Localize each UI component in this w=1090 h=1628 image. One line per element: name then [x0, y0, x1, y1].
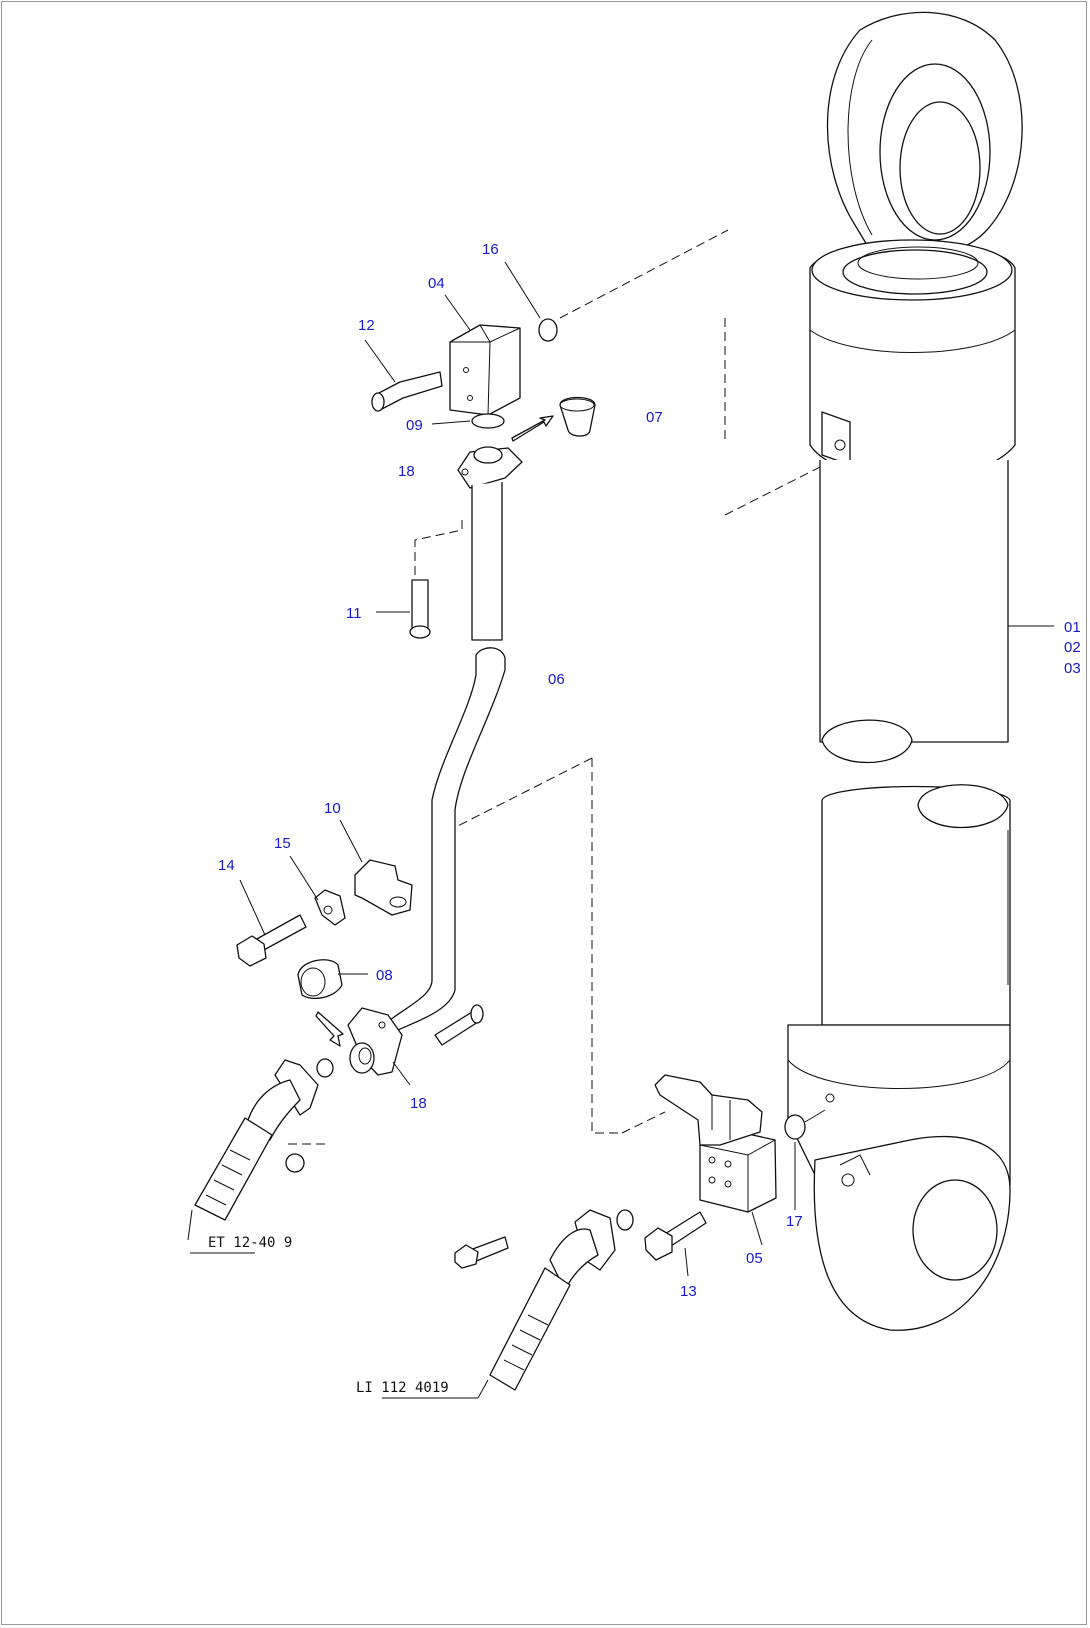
- part-11-bolt: [409, 579, 431, 639]
- arrow-07: [511, 415, 554, 442]
- callout-12: 12: [358, 317, 375, 334]
- cylinder-tube-lower: [821, 784, 1011, 1026]
- part-08-plug: [297, 959, 343, 999]
- callout-leaders: [239, 261, 796, 1277]
- part-07-plug: [559, 396, 596, 437]
- callout-15: 15: [274, 835, 291, 852]
- leader-18-lower: [392, 1061, 411, 1086]
- cylinder-head: [809, 239, 1016, 480]
- cylinder-tube-upper: [819, 460, 1009, 764]
- hose-left-reference: ET 12-40 9: [208, 1235, 292, 1251]
- assembly-dashed-lines: [288, 229, 839, 1145]
- callout-18-lower: 18: [410, 1095, 427, 1112]
- callout-04: 04: [428, 275, 445, 292]
- rod-eye: [826, 11, 1023, 260]
- part-13-bolt: [644, 1211, 707, 1261]
- part-15-clamp-half: [314, 889, 346, 926]
- callout-05: 05: [746, 1250, 763, 1267]
- callout-14: 14: [218, 857, 235, 874]
- callout-09: 09: [406, 417, 423, 434]
- bolt-flange-right: [434, 1004, 484, 1046]
- part-04-block: [449, 324, 521, 416]
- callout-06: 06: [548, 671, 565, 688]
- part-05-block: [699, 1129, 777, 1213]
- part-09-oring: [471, 413, 505, 429]
- callout-13: 13: [680, 1283, 697, 1300]
- nut-left: [285, 1153, 305, 1173]
- callout-11: 11: [346, 605, 362, 622]
- callout-07: 07: [646, 409, 663, 426]
- part-14-bolt: [236, 914, 307, 967]
- callout-08: 08: [376, 967, 393, 984]
- part-06-tube: [389, 482, 506, 1031]
- callout-02: 02: [1064, 639, 1081, 656]
- callout-03: 03: [1064, 660, 1081, 677]
- hose-bottom: [382, 1209, 616, 1399]
- part-10-clamp: [354, 859, 413, 916]
- callout-17: 17: [786, 1213, 803, 1230]
- callout-10: 10: [324, 800, 341, 817]
- part-17-oring: [784, 1114, 806, 1140]
- oring-lower-flange: [316, 1058, 334, 1078]
- callout-16: 16: [482, 241, 499, 258]
- part-12-bolt: [371, 371, 443, 412]
- callout-labels: 01 02 03 04 05 06 07 08 09 10 11 12 13 1…: [218, 241, 1081, 1300]
- arrow-08: [315, 1011, 344, 1047]
- callout-18-upper: 18: [398, 463, 415, 480]
- bolt-bottom-left: [454, 1236, 509, 1269]
- hose-bottom-reference: LI 112 4019: [356, 1380, 449, 1396]
- leader-17: [804, 1109, 826, 1123]
- oring-bottom-hose: [616, 1209, 634, 1231]
- callout-01: 01: [1064, 619, 1081, 636]
- part-18-flange-lower: [347, 1007, 403, 1076]
- part-16-oring: [538, 318, 558, 342]
- part-18-flange-upper: [457, 446, 523, 489]
- cylinder-base: [787, 1024, 1011, 1331]
- hose-left: [187, 1059, 319, 1254]
- part-05-bracket: [654, 1074, 763, 1146]
